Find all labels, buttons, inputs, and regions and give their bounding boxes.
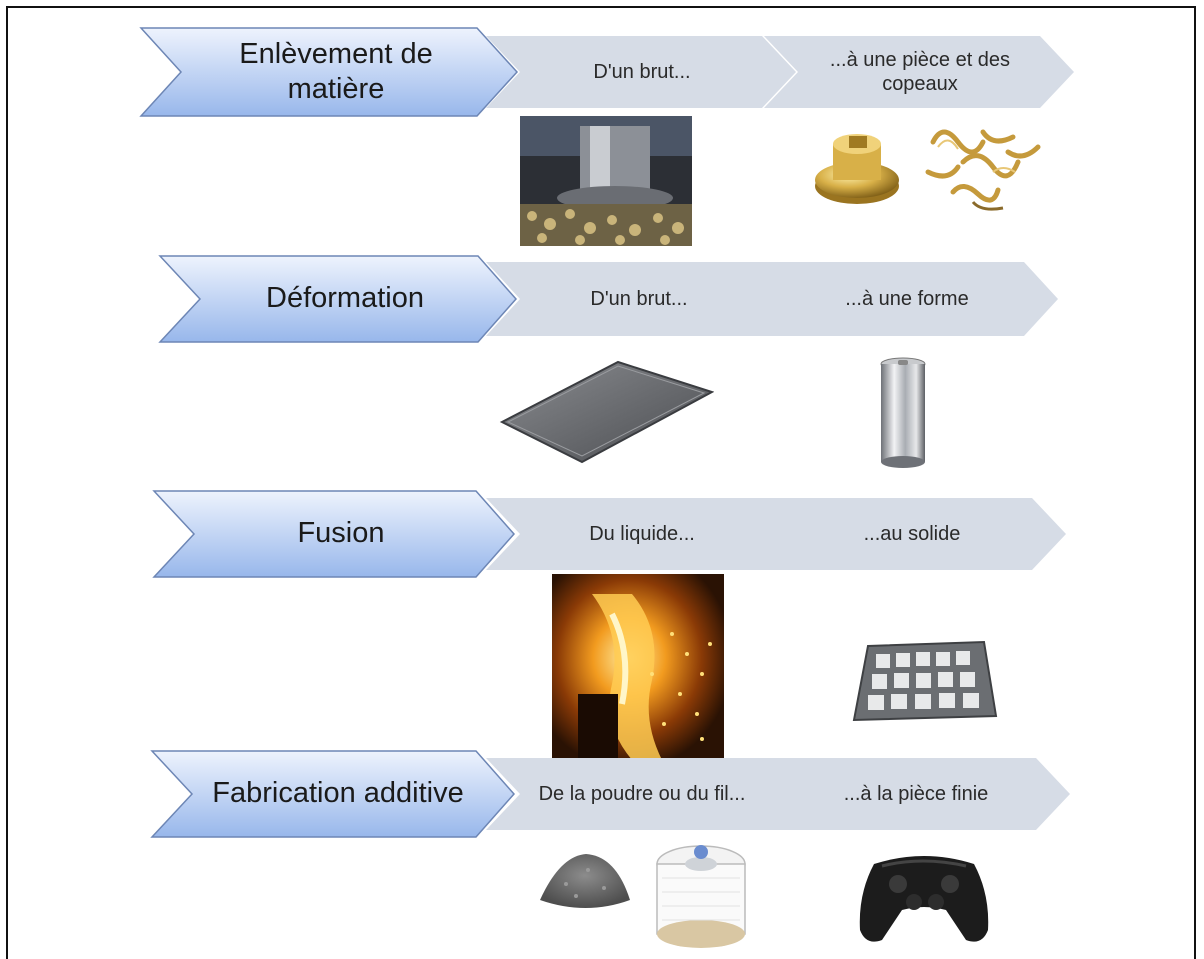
- to-label: ...à une forme: [845, 287, 969, 310]
- to-arrow: ...au solide: [756, 498, 1068, 570]
- process-arrow-additive-manufacturing: Fabrication additive: [150, 750, 518, 838]
- from-label: D'un brut...: [590, 287, 688, 310]
- from-label: Du liquide...: [589, 522, 695, 545]
- from-arrow: De la poudre ou du fil...: [486, 758, 798, 830]
- brass-chips-photo: [913, 112, 1053, 224]
- from-label: D'un brut...: [593, 60, 691, 83]
- process-label: Fabrication additive: [212, 777, 464, 810]
- to-arrow: ...à une pièce et des copeaux: [764, 36, 1076, 108]
- process-arrow-material-removal: Enlèvement de matière: [139, 27, 521, 117]
- from-arrow: D'un brut...: [486, 36, 798, 108]
- milling-cutter-photo: [520, 116, 692, 246]
- from-arrow: Du liquide...: [486, 498, 798, 570]
- process-label: Fusion: [297, 517, 385, 550]
- metal-sheet-photo: [490, 358, 714, 468]
- diagram-frame: Enlèvement de matière D'un brut... ...à …: [6, 6, 1196, 959]
- to-label: ...à une pièce et des copeaux: [829, 48, 1011, 95]
- process-label: Déformation: [266, 282, 424, 315]
- filament-spool-photo: [654, 838, 748, 952]
- printed-gamepad-photo: [854, 844, 994, 950]
- aluminium-can-photo: [874, 354, 932, 472]
- process-label: Enlèvement de matière: [239, 37, 433, 105]
- to-arrow: ...à une forme: [754, 262, 1060, 336]
- cast-iron-grate-photo: [846, 636, 998, 728]
- to-label: ...à la pièce finie: [843, 782, 989, 805]
- molten-metal-pouring-photo: [552, 574, 724, 760]
- brass-part-photo: [811, 128, 903, 208]
- process-arrow-fusion: Fusion: [152, 490, 518, 578]
- from-label: De la poudre ou du fil...: [538, 782, 746, 805]
- to-arrow: ...à la pièce finie: [760, 758, 1072, 830]
- process-arrow-deformation: Déformation: [158, 255, 520, 343]
- to-label: ...au solide: [863, 522, 961, 545]
- from-arrow: D'un brut...: [486, 262, 792, 336]
- metal-powder-photo: [536, 848, 634, 914]
